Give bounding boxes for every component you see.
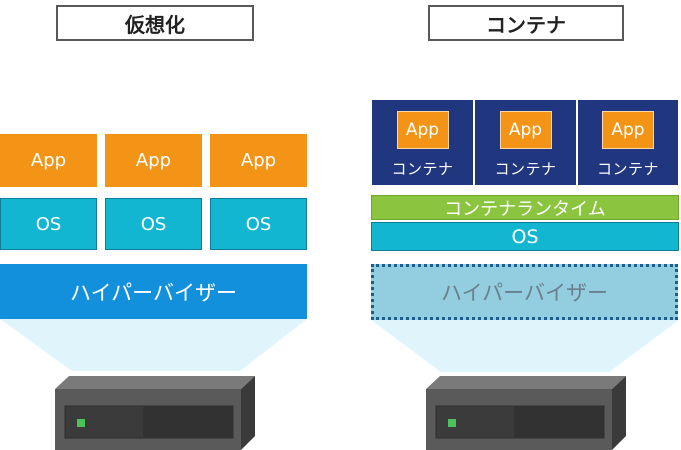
- container-os: OS: [371, 222, 679, 251]
- container-app-3: App: [602, 111, 654, 149]
- container-app-label: App: [405, 120, 440, 140]
- vm-hypervisor-label: ハイパーバイザー: [70, 280, 237, 305]
- container-group: App コンテナ App コンテナ App コンテナ: [371, 99, 679, 186]
- container-cell-2: App コンテナ: [474, 99, 577, 186]
- vm-os-1: OS: [0, 198, 97, 250]
- container-runtime: コンテナランタイム: [371, 195, 679, 220]
- virtualization-title-text: 仮想化: [125, 12, 185, 37]
- right-server-icon: [426, 376, 626, 450]
- container-label: コンテナ: [391, 160, 454, 178]
- vm-os-label: OS: [245, 213, 272, 235]
- container-label: コンテナ: [596, 160, 659, 178]
- vm-app-3: App: [210, 134, 307, 187]
- vm-app-label: App: [30, 150, 67, 171]
- vm-hypervisor: ハイパーバイザー: [0, 264, 307, 319]
- container-label: コンテナ: [494, 160, 557, 178]
- container-hypervisor: ハイパーバイザー: [371, 264, 678, 320]
- vm-app-label: App: [240, 150, 277, 171]
- right-funnel: [371, 320, 679, 372]
- virtualization-title: 仮想化: [56, 5, 254, 41]
- container-app-label: App: [611, 120, 645, 140]
- container-runtime-label: コンテナランタイム: [444, 198, 606, 220]
- vm-app-2: App: [105, 134, 202, 187]
- vm-app-label: App: [135, 150, 172, 171]
- left-server-icon: [55, 376, 255, 450]
- container-cell-1: App コンテナ: [371, 99, 474, 186]
- vm-app-1: App: [0, 134, 97, 187]
- container-os-label: OS: [511, 225, 539, 248]
- vm-os-label: OS: [35, 213, 62, 235]
- container-hypervisor-label: ハイパーバイザー: [441, 281, 608, 305]
- container-title-text: コンテナ: [486, 12, 566, 37]
- container-app-label: App: [508, 120, 543, 140]
- left-funnel: [0, 319, 307, 371]
- vm-os-3: OS: [210, 198, 307, 250]
- vm-os-2: OS: [105, 198, 202, 250]
- container-app-2: App: [499, 111, 552, 149]
- container-app-1: App: [396, 111, 449, 149]
- container-title: コンテナ: [428, 5, 624, 41]
- vm-os-label: OS: [140, 213, 167, 235]
- container-cell-3: App コンテナ: [577, 99, 679, 186]
